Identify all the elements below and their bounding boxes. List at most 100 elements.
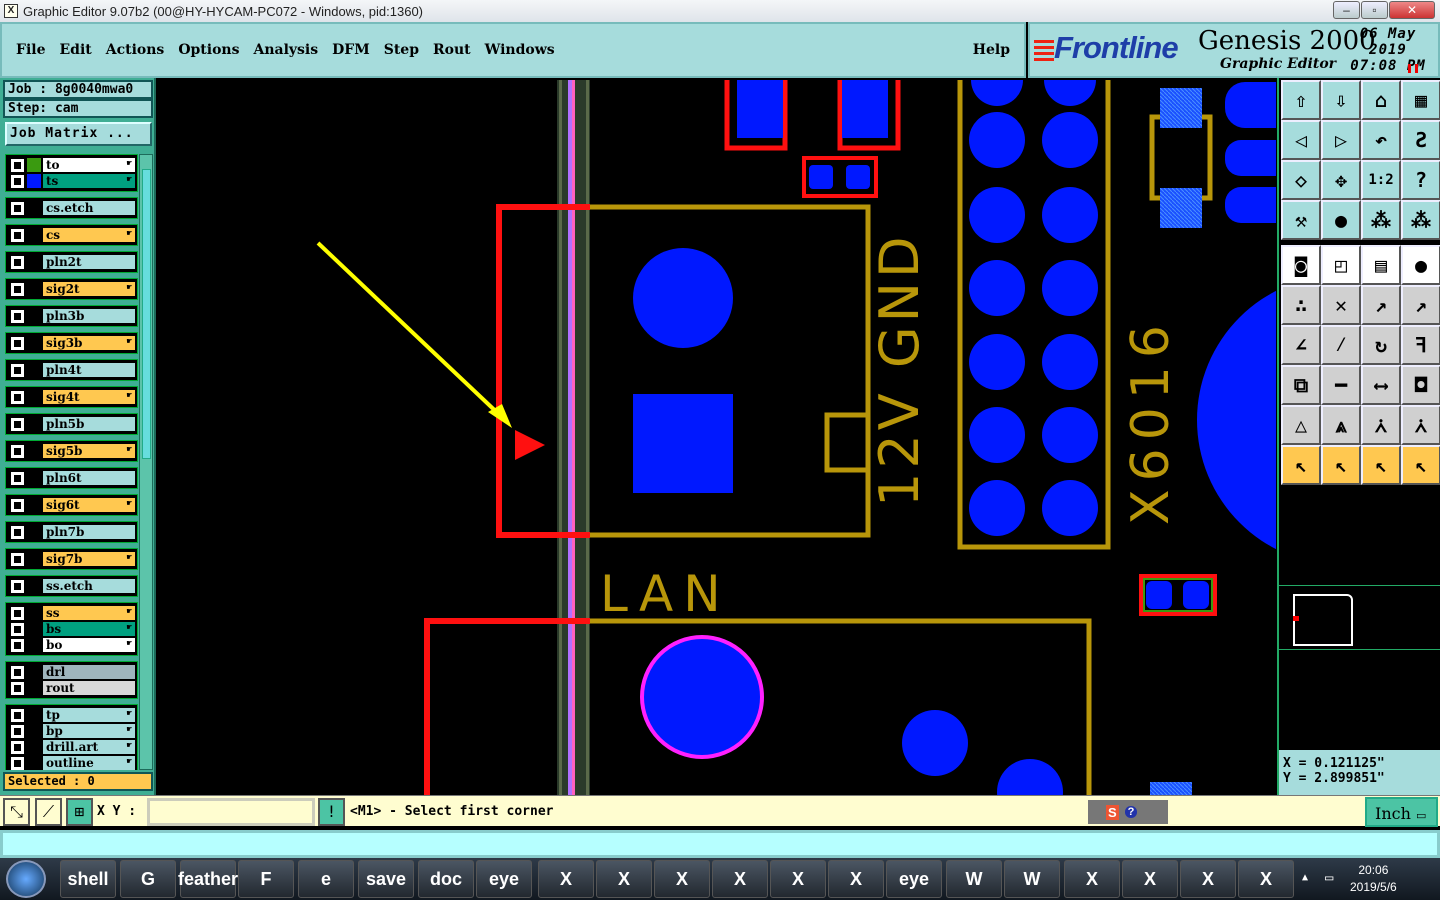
connector-pin[interactable] [1042, 334, 1098, 390]
layer-row[interactable]: cs☛ [8, 227, 135, 243]
layer-checkbox[interactable] [11, 525, 24, 539]
zoom-out-icon[interactable]: ⇩ [1321, 80, 1361, 120]
menu-windows[interactable]: Windows [484, 42, 555, 58]
graphic-canvas[interactable]: 12V GND X6016 LAN [157, 54, 1440, 825]
connector-pin[interactable] [1044, 54, 1096, 106]
layer-checkbox[interactable] [11, 681, 24, 695]
pointer-poly-icon[interactable]: ↖ [1361, 445, 1401, 485]
layer-row[interactable]: ss.etch [8, 578, 135, 594]
layer-checkbox[interactable] [11, 708, 24, 722]
menu-step[interactable]: Step [383, 42, 419, 58]
taskbar-item[interactable]: shell [60, 860, 116, 898]
arc4-icon[interactable]: ⩑ [1401, 405, 1440, 445]
layer-color-swatch[interactable] [27, 174, 41, 188]
layer-row[interactable]: outline☛ [8, 755, 135, 770]
layer-name[interactable]: pln7b [43, 525, 135, 539]
layer-color-swatch[interactable] [27, 579, 41, 593]
pcb-view[interactable]: 12V GND X6016 LAN [157, 54, 1440, 825]
rotate-icon[interactable]: ↻ [1361, 325, 1401, 365]
layer-color-swatch[interactable] [27, 638, 41, 652]
layer-name[interactable]: bs [43, 622, 135, 636]
taskbar-item[interactable]: X [1122, 860, 1178, 898]
taskbar-item[interactable]: W [946, 860, 1002, 898]
layer-color-swatch[interactable] [27, 622, 41, 636]
layer-color-swatch[interactable] [27, 681, 41, 695]
layer-checkbox[interactable] [11, 390, 24, 404]
layer-checkbox[interactable] [11, 282, 24, 296]
layer-checkbox[interactable] [11, 498, 24, 512]
taskbar-item[interactable]: X [712, 860, 768, 898]
pointer-box-icon[interactable]: ↖ [1321, 445, 1361, 485]
layer-row[interactable]: pln2t [8, 254, 135, 270]
taskbar-item[interactable]: X [538, 860, 594, 898]
layer-name[interactable]: sig7b [43, 552, 135, 566]
layer-name[interactable]: ts [43, 174, 135, 188]
layer-name[interactable]: sig4t [43, 390, 135, 404]
layer-row[interactable]: pln4t [8, 362, 135, 378]
connector-pin[interactable] [1042, 260, 1098, 316]
grid-xy-icon[interactable]: ▦ [1401, 80, 1440, 120]
pause-icon[interactable] [1408, 64, 1418, 73]
layer-name[interactable]: pln2t [43, 255, 135, 269]
scroll-thumb[interactable] [142, 169, 151, 459]
layer-row[interactable]: sig2t☛ [8, 281, 135, 297]
layer-name[interactable]: outline [43, 756, 135, 770]
pan-right-icon[interactable]: ▷ [1321, 120, 1361, 160]
layer-color-swatch[interactable] [27, 724, 41, 738]
taskbar-item[interactable]: eye [476, 860, 532, 898]
move-icon[interactable]: ⧉ [1281, 365, 1321, 405]
taskbar-item[interactable]: W [1004, 860, 1060, 898]
layer-row[interactable]: bs☛ [8, 621, 135, 637]
layer-color-swatch[interactable] [27, 363, 41, 377]
layer-checkbox[interactable] [11, 606, 24, 620]
taskbar-item[interactable]: feather [178, 860, 238, 898]
start-button[interactable] [6, 860, 46, 898]
layer-color-swatch[interactable] [27, 228, 41, 242]
measure-icon[interactable]: ▤ [1361, 245, 1401, 285]
taskbar-item[interactable]: save [358, 860, 414, 898]
round-pad[interactable] [633, 248, 733, 348]
layer-color-swatch[interactable] [27, 336, 41, 350]
layer-color-swatch[interactable] [27, 525, 41, 539]
command-line[interactable] [0, 830, 1440, 858]
layer-checkbox[interactable] [11, 665, 24, 679]
tools-icon[interactable]: ⚒ [1281, 200, 1321, 240]
menu-dfm[interactable]: DFM [332, 42, 370, 58]
xy-input[interactable] [147, 798, 315, 826]
layer-color-swatch[interactable] [27, 740, 41, 754]
net-icon-1[interactable]: ⁂ [1361, 200, 1401, 240]
layer-name[interactable]: pln6t [43, 471, 135, 485]
zoom-fit-icon[interactable]: ◇ [1281, 160, 1321, 200]
taskbar-item[interactable]: F [238, 860, 294, 898]
move-pad-icon[interactable]: ↗ [1361, 285, 1401, 325]
layer-color-swatch[interactable] [27, 417, 41, 431]
network-icon[interactable]: ▭ [1325, 870, 1334, 886]
delete-icon[interactable]: ✕ [1321, 285, 1361, 325]
taskbar-item[interactable]: X [1238, 860, 1294, 898]
split-icon[interactable]: ━ [1321, 365, 1361, 405]
square-pad[interactable] [633, 394, 733, 493]
layer-row[interactable]: to☛ [8, 157, 135, 173]
help-icon[interactable]: ? [1401, 160, 1440, 200]
pad-icon[interactable]: ● [1401, 245, 1440, 285]
job-matrix-button[interactable]: Job Matrix ... [5, 122, 152, 146]
layer-row[interactable]: bp☛ [8, 723, 135, 739]
connector-pin[interactable] [1042, 407, 1098, 463]
layer-row[interactable]: bo☛ [8, 637, 135, 653]
layer-name[interactable]: tp [43, 708, 135, 722]
layer-name[interactable]: bp [43, 724, 135, 738]
layer-checkbox[interactable] [11, 174, 24, 188]
net-icon-2[interactable]: ⁂ [1401, 200, 1440, 240]
connect-icon[interactable]: ∴ [1281, 285, 1321, 325]
layer-name[interactable]: cs.etch [43, 201, 135, 215]
layer-row[interactable]: ts☛ [8, 173, 135, 189]
layer-color-swatch[interactable] [27, 282, 41, 296]
undo-view-icon[interactable]: ↶ [1361, 120, 1401, 160]
layer-checkbox[interactable] [11, 309, 24, 323]
layer-checkbox[interactable] [11, 740, 24, 754]
alert-button[interactable]: ! [318, 798, 345, 826]
layer-checkbox[interactable] [11, 756, 24, 770]
connector-pin[interactable] [969, 112, 1025, 168]
taskbar-item[interactable]: doc [418, 860, 474, 898]
